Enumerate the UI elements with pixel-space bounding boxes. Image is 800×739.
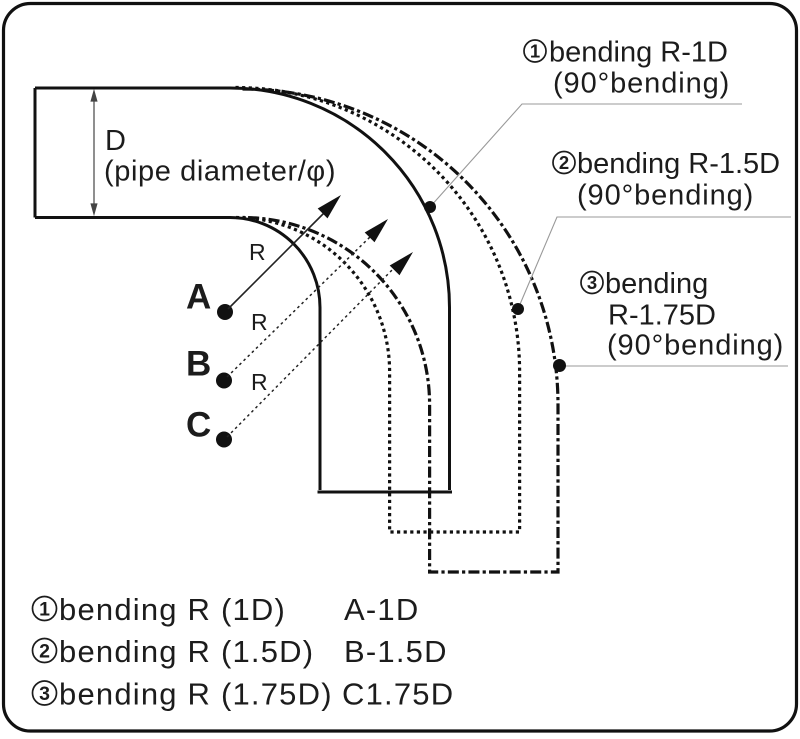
svg-text:1: 1	[39, 599, 50, 621]
svg-text:2: 2	[39, 641, 50, 663]
svg-text:R: R	[249, 239, 266, 265]
svg-text:A-1D: A-1D	[344, 592, 419, 627]
svg-text:(90°bending): (90°bending)	[577, 180, 754, 212]
svg-text:bending: bending	[605, 268, 708, 300]
svg-text:bending R (1D): bending R (1D)	[59, 592, 286, 627]
svg-text:bending R-1D: bending R-1D	[549, 37, 728, 69]
svg-text:bending R-1.5D: bending R-1.5D	[577, 148, 780, 180]
svg-text:R-1.75D: R-1.75D	[608, 300, 716, 332]
svg-text:2: 2	[559, 152, 569, 173]
svg-text:B: B	[186, 345, 211, 384]
svg-text:C1.75D: C1.75D	[342, 677, 454, 712]
svg-text:D: D	[105, 125, 126, 157]
svg-text:A: A	[186, 278, 211, 317]
svg-text:B-1.5D: B-1.5D	[344, 634, 448, 669]
svg-text:(90°bending): (90°bending)	[607, 330, 784, 362]
svg-text:bending R (1.75D): bending R (1.75D)	[59, 677, 333, 712]
svg-text:3: 3	[587, 272, 597, 293]
svg-text:1: 1	[530, 41, 540, 62]
svg-text:R: R	[251, 309, 268, 335]
svg-text:R: R	[251, 369, 268, 395]
svg-text:3: 3	[39, 683, 50, 705]
svg-text:(90°bending): (90°bending)	[553, 68, 730, 100]
svg-text:bending R (1.5D): bending R (1.5D)	[59, 634, 314, 669]
svg-text:(pipe diameter/φ): (pipe diameter/φ)	[104, 156, 336, 188]
svg-text:C: C	[186, 406, 211, 445]
